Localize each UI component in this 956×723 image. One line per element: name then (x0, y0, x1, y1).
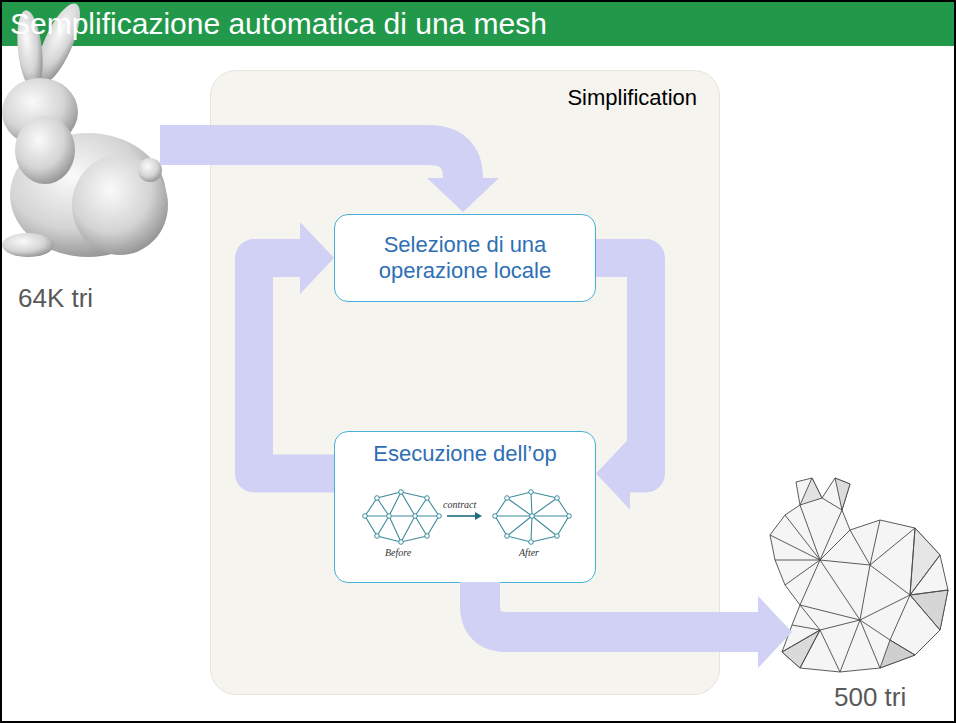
figure-label: Before (385, 547, 411, 558)
triangle-count: 500 tri (834, 682, 906, 713)
triangle-count-holder: 500 tri (834, 682, 906, 713)
output-bunny (770, 478, 948, 672)
figure-label: contract (443, 499, 476, 510)
flow-arrows (160, 145, 758, 632)
input-arrow (160, 145, 463, 178)
input-bunny (2, 0, 168, 257)
slide-title: Semplificazione automatica di una mesh (2, 2, 954, 46)
node-text: Simplification (211, 71, 719, 111)
loop-arrow (596, 258, 646, 474)
process-box: Selezione di una operazione locale (334, 214, 596, 302)
node-text: Selezione di una operazione locale (345, 232, 585, 285)
figure-label-holder: contract (443, 499, 476, 510)
loop-arrow (254, 258, 334, 474)
triangle-count: 64K tri (18, 283, 93, 314)
triangle-count-holder: 64K tri (18, 283, 93, 314)
process-box: Esecuzione dell’op contractBefore After (334, 431, 596, 583)
output-arrow (480, 582, 758, 632)
node-text: Esecuzione dell’op (373, 441, 556, 467)
figure-label-holder: Before (385, 547, 411, 558)
figure-label-holder: After (519, 547, 539, 558)
figure-label: After (519, 547, 539, 558)
title-bar: Semplificazione automatica di una mesh (2, 2, 954, 46)
